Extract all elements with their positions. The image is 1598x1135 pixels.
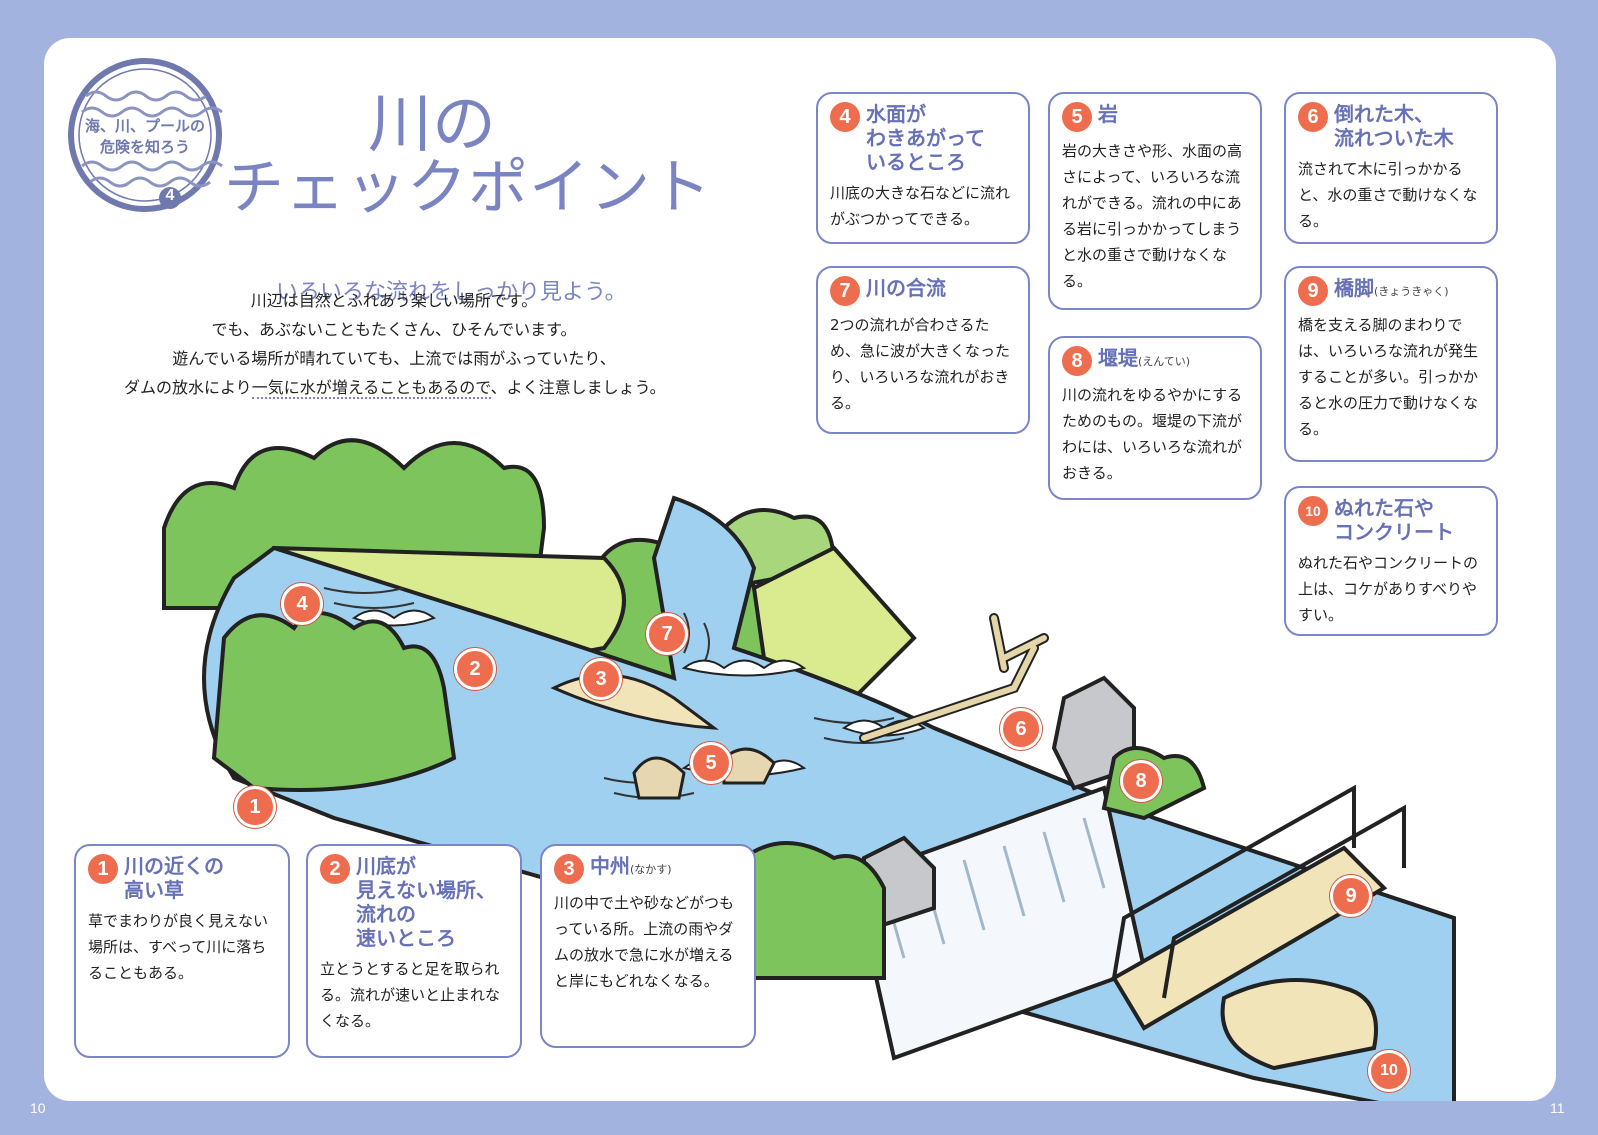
card-body: 川底の大きな石などに流れがぶつかってできる。 — [830, 184, 1011, 228]
marker-1: 1 — [234, 786, 276, 828]
intro-emphasis: 一気に水が増えることもあるので — [251, 378, 491, 399]
card-title: 堰堤(えんてい) — [1098, 346, 1190, 374]
card-body: 立とうとすると足を取られる。流れが速いと止まれなくなる。 — [320, 960, 501, 1030]
marker-4: 4 — [281, 583, 323, 625]
page-title-line1: 川の — [368, 88, 496, 162]
page-number-left: 10 — [30, 1100, 46, 1116]
river-scene-image — [162, 438, 1456, 1101]
card-title-text: 中州 — [590, 854, 630, 878]
card-number: 7 — [830, 276, 860, 306]
card-number: 9 — [1298, 276, 1328, 306]
card-title: 橋脚(きょうきゃく) — [1334, 276, 1449, 304]
card-number: 6 — [1298, 102, 1328, 132]
card-body: 橋を支える脚のまわりでは、いろいろな流れが発生することが多い。引っかかると水の圧… — [1298, 316, 1479, 438]
card-body: 流されて木に引っかかると、水の重さで動けなくなる。 — [1298, 160, 1478, 230]
card-body: ぬれた石やコンクリートの上は、コケがありすべりやすい。 — [1298, 554, 1479, 624]
page-subtitle: いろいろな流れをしっかり見よう。 — [276, 280, 627, 305]
intro-text-segment: ダムの放水により — [124, 378, 252, 397]
card-title: 川の近くの 高い草 — [124, 854, 224, 902]
marker-5: 5 — [690, 742, 732, 784]
card-number: 10 — [1298, 496, 1328, 526]
card-title: 川底が 見えない場所、 流れの 速いところ — [356, 854, 496, 950]
card-body: 2つの流れが合わさるため、急に波が大きくなったり、いろいろな流れがおきる。 — [830, 316, 1011, 412]
card-number: 5 — [1062, 102, 1092, 132]
stamp-icon — [68, 58, 223, 212]
page-title-line2: チェックポイント — [224, 153, 712, 223]
card-title: 水面が わきあがって いるところ — [866, 102, 985, 174]
intro-text: 川辺は自然とふれあう楽しい場所です。 でも、あぶないこともたくさん、ひそんでいま… — [124, 286, 666, 402]
intro-line: 川辺は自然とふれあう楽しい場所です。 — [250, 291, 538, 310]
card-title: 川の合流 — [866, 276, 946, 300]
intro-line: ダムの放水により一気に水が増えることもあるので、よく注意しましょう。 — [124, 373, 666, 402]
card-body: 草でまわりが良く見えない場所は、すべって川に落ちることもある。 — [88, 912, 269, 982]
card-title: ぬれた石や コンクリート — [1334, 496, 1454, 544]
marker-2: 2 — [454, 648, 496, 690]
card-title: 中州(なかす) — [590, 854, 672, 882]
page: 海、川、プールの 危険を知ろう 4 川の チェックポイント いろいろな流れをしっ… — [44, 38, 1556, 1101]
section-stamp: 海、川、プールの 危険を知ろう 4 — [66, 56, 224, 214]
card-title: 倒れた木、 流れついた木 — [1334, 102, 1454, 150]
intro-line: でも、あぶないこともたくさん、ひそんでいます。 — [211, 320, 577, 339]
marker-10: 10 — [1368, 1050, 1410, 1092]
card-title: 岩 — [1098, 102, 1118, 126]
card-title-reading: (きょうきゃく) — [1374, 285, 1449, 298]
card-number: 2 — [320, 854, 350, 884]
card-title-reading: (えんてい) — [1138, 355, 1191, 368]
stamp-label: 海、川、プールの 危険を知ろう — [66, 116, 224, 158]
card-body: 岩の大きさや形、水面の高さによって、いろいろな流れができる。流れの中にある岩に引… — [1062, 142, 1243, 290]
card-number: 8 — [1062, 346, 1092, 376]
card-title-text: 堰堤 — [1098, 346, 1138, 370]
marker-6: 6 — [1000, 708, 1042, 750]
intro-text-segment: 、よく注意しましょう。 — [490, 378, 666, 397]
card-number: 3 — [554, 854, 584, 884]
marker-3: 3 — [580, 658, 622, 700]
river-illustration: 1 2 3 4 5 6 7 8 9 10 — [124, 438, 1474, 1101]
card-body: 川の流れをゆるやかにするためのもの。堰堤の下流がわには、いろいろな流れがおきる。 — [1062, 386, 1243, 482]
stamp-line2: 危険を知ろう — [99, 138, 190, 156]
marker-9: 9 — [1330, 875, 1372, 917]
card-title-reading: (なかす) — [630, 863, 672, 876]
intro-line: 遊んでいる場所が晴れていても、上流では雨がふっていたり、 — [172, 349, 616, 368]
stamp-line1: 海、川、プールの — [84, 117, 205, 135]
stamp-number: 4 — [165, 187, 175, 204]
marker-7: 7 — [646, 613, 688, 655]
card-number: 4 — [830, 102, 860, 132]
card-number: 1 — [88, 854, 118, 884]
page-number-right: 11 — [1550, 1100, 1565, 1116]
card-body: 川の中で土や砂などがつもっている所。上流の雨やダムの放水で急に水が増えると岸にも… — [554, 894, 735, 990]
marker-8: 8 — [1120, 760, 1162, 802]
card-title-text: 橋脚 — [1334, 276, 1374, 300]
